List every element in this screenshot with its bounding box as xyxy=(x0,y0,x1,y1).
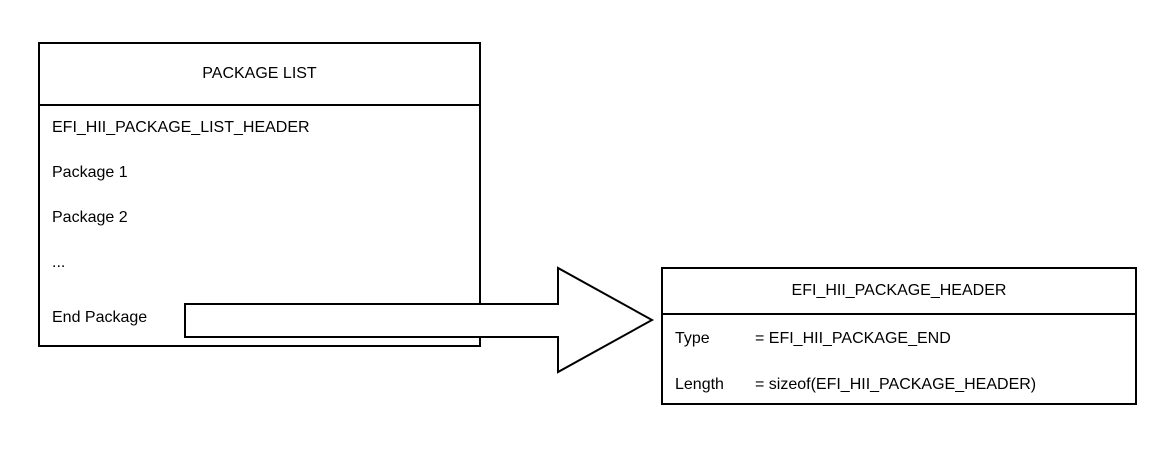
field-value-type: = EFI_HII_PACKAGE_END xyxy=(755,330,951,347)
field-value-length: = sizeof(EFI_HII_PACKAGE_HEADER) xyxy=(755,376,1037,393)
field-row-type: Type = EFI_HII_PACKAGE_END xyxy=(675,328,1127,350)
field-row-length: Length = sizeof(EFI_HII_PACKAGE_HEADER) xyxy=(675,374,1127,396)
package-list-box: PACKAGE LIST EFI_HII_PACKAGE_LIST_HEADER… xyxy=(38,42,481,347)
package-list-title: PACKAGE LIST xyxy=(40,44,479,106)
list-item-package-1: Package 1 xyxy=(52,164,128,181)
package-list-title-label: PACKAGE LIST xyxy=(202,65,317,82)
package-header-title-label: EFI_HII_PACKAGE_HEADER xyxy=(791,282,1007,299)
field-label-type: Type xyxy=(675,330,710,347)
list-item-package-2: Package 2 xyxy=(52,209,128,226)
list-item-end-package: End Package xyxy=(52,309,148,326)
list-item-package-list-header: EFI_HII_PACKAGE_LIST_HEADER xyxy=(52,119,310,136)
field-label-length: Length xyxy=(675,376,724,393)
right-arrow-icon xyxy=(184,266,655,374)
list-item-ellipsis: ... xyxy=(52,254,66,271)
package-header-box: EFI_HII_PACKAGE_HEADER Type = EFI_HII_PA… xyxy=(661,267,1137,405)
package-header-title: EFI_HII_PACKAGE_HEADER xyxy=(663,269,1135,315)
